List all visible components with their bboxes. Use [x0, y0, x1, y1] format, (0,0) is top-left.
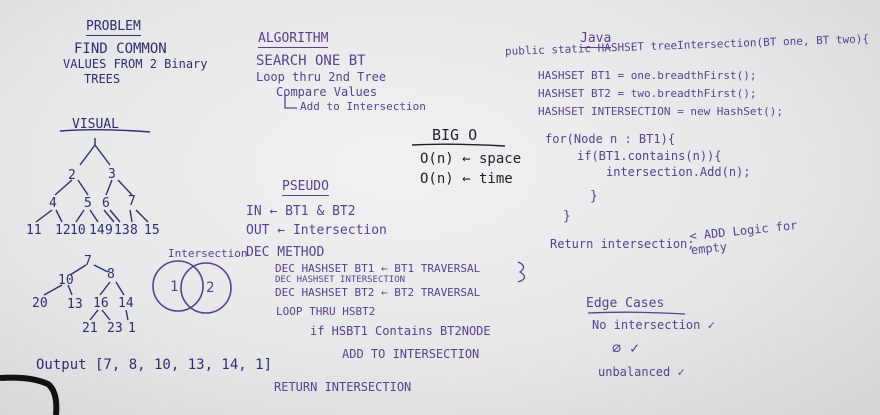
problem-heading: PROBLEM	[86, 19, 141, 36]
java-line-2: HASHSET BT1 = one.breadthFirst();	[538, 69, 757, 82]
java-heading: Java	[580, 31, 612, 48]
java-line-9: }	[563, 209, 571, 224]
visual-heading: VISUAL	[72, 117, 119, 132]
edge-cases-heading: Edge Cases	[586, 296, 665, 311]
java-line-7: intersection.Add(n);	[606, 165, 751, 179]
problem-line-3: TREES	[84, 72, 121, 86]
tree1-node: 12	[55, 223, 71, 238]
tree1-node: 7	[128, 194, 136, 209]
tree1-node: 6	[102, 196, 110, 211]
algorithm-line-4: Add to Intersection	[300, 100, 426, 113]
tree1-node: 14	[89, 223, 105, 238]
tree1-node: 4	[49, 196, 57, 211]
java-line-10: Return intersection;	[550, 237, 695, 251]
pseudo-heading: PSEUDO	[282, 179, 329, 196]
pseudo-add: ADD TO INTERSECTION	[342, 347, 480, 361]
problem-line-2: VALUES FROM 2 Binary	[63, 57, 208, 71]
tree2-node: 23	[107, 321, 123, 336]
java-line-5: for(Node n : BT1){	[545, 132, 676, 146]
venn-label: Intersection	[168, 247, 248, 260]
tree1-node: 2	[68, 168, 76, 183]
pseudo-return: RETURN INTERSECTION	[274, 380, 412, 394]
tree1-node: 3	[108, 167, 116, 182]
pseudo-if: if HSBT1 Contains BT2NODE	[310, 324, 491, 338]
pseudo-out: OUT ← Intersection	[246, 223, 387, 238]
algorithm-line-2: Loop thru 2nd Tree	[256, 70, 387, 84]
pseudo-in: IN ← BT1 & BT2	[246, 204, 356, 219]
tree1-node: 10	[70, 223, 86, 238]
big-o-heading: BIG O	[432, 126, 478, 144]
tree2-node: 13	[67, 297, 83, 312]
tree2-node: 21	[82, 321, 98, 336]
tree2-node: 10	[58, 273, 74, 288]
java-line-8: }	[590, 189, 598, 204]
tree2-node: 7	[84, 254, 92, 269]
big-o-space: O(n) ← space	[420, 151, 522, 167]
pseudo-method: DEC METHOD	[246, 245, 325, 260]
java-line-6: if(BT1.contains(n)){	[577, 149, 722, 163]
big-o-time: O(n) ← time	[420, 171, 513, 187]
edge-case-2: ∅ ✓	[612, 339, 640, 357]
tree1-node: 8	[130, 223, 138, 238]
pseudo-loop: LOOP THRU HSBT2	[276, 305, 376, 318]
tree1-node: 5	[84, 196, 92, 211]
algorithm-line-1: SEARCH ONE BT	[256, 53, 366, 69]
pseudo-dec-1: DEC HASHSET BT1 ← BT1 TRAVERSAL	[275, 262, 481, 275]
algorithm-line-3: Compare Values	[276, 85, 378, 99]
problem-line-1: FIND COMMON	[74, 41, 167, 57]
pseudo-dec-3: DEC HASHSET BT2 ← BT2 TRAVERSAL	[275, 286, 481, 299]
tree1-node: 9	[105, 223, 113, 238]
edge-case-1: No intersection ✓	[592, 318, 715, 332]
pseudo-dec-2: DEC HASHSET INTERSECTION	[275, 275, 406, 285]
java-line-4: HASHSET INTERSECTION = new HashSet();	[538, 105, 784, 118]
algorithm-heading: ALGORITHM	[258, 31, 329, 48]
tree1-node: 11	[26, 223, 42, 238]
venn-right-label: 2	[206, 280, 215, 296]
output-line: Output [7, 8, 10, 13, 14, 1]	[36, 357, 273, 373]
tree1-node: 15	[144, 223, 160, 238]
tree2-node: 1	[128, 321, 136, 336]
java-line-3: HASHSET BT2 = two.breadthFirst();	[538, 87, 757, 100]
tree2-node: 14	[118, 296, 134, 311]
tree2-node: 16	[93, 296, 109, 311]
tree2-node: 8	[107, 267, 115, 282]
tree1-node: 13	[114, 223, 130, 238]
tree2-node: 20	[32, 296, 48, 311]
edge-case-3: unbalanced ✓	[598, 365, 685, 379]
venn-left-label: 1	[170, 279, 179, 295]
